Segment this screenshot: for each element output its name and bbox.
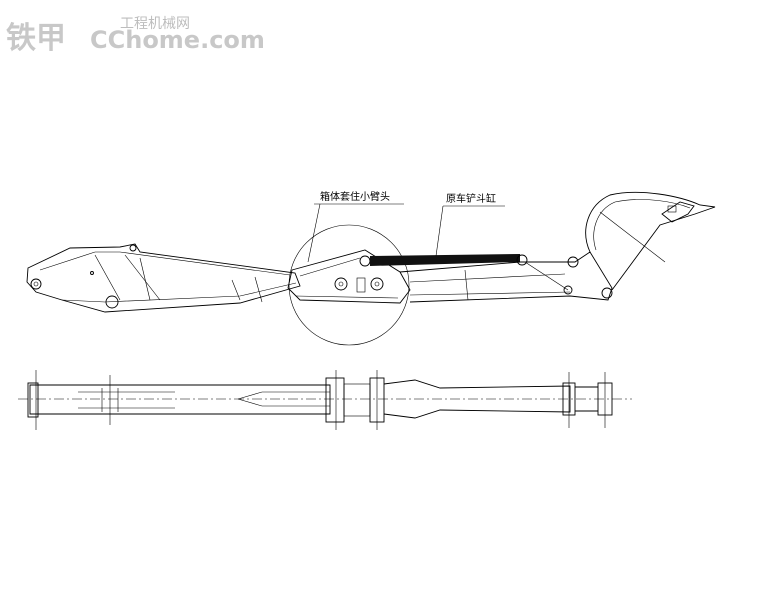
callouts: 箱体套住小臂头 原车铲斗缸: [307, 190, 505, 263]
bucket-cylinder: [370, 254, 528, 266]
watermark-brand-cn: 铁甲: [6, 21, 66, 56]
watermark: 铁甲 CChome.com 工程机械网: [6, 16, 265, 56]
sleeve-callout-label: 箱体套住小臂头: [320, 190, 390, 203]
watermark-tagline: 工程机械网: [120, 16, 190, 32]
sleeve-plan: [325, 370, 385, 430]
plan-view: [18, 370, 632, 430]
boom-plan: [27, 370, 331, 430]
boom-side: [26, 243, 301, 313]
detail-circle: [288, 224, 410, 346]
stick-plan: [383, 372, 613, 428]
sleeve-box: [287, 249, 411, 304]
watermark-brand-en: CChome.com: [90, 26, 265, 54]
side-view: [26, 191, 716, 346]
cylinder-callout-label: 原车铲斗缸: [446, 192, 496, 205]
bucket-side: [585, 191, 716, 291]
stick-side: [399, 251, 613, 303]
